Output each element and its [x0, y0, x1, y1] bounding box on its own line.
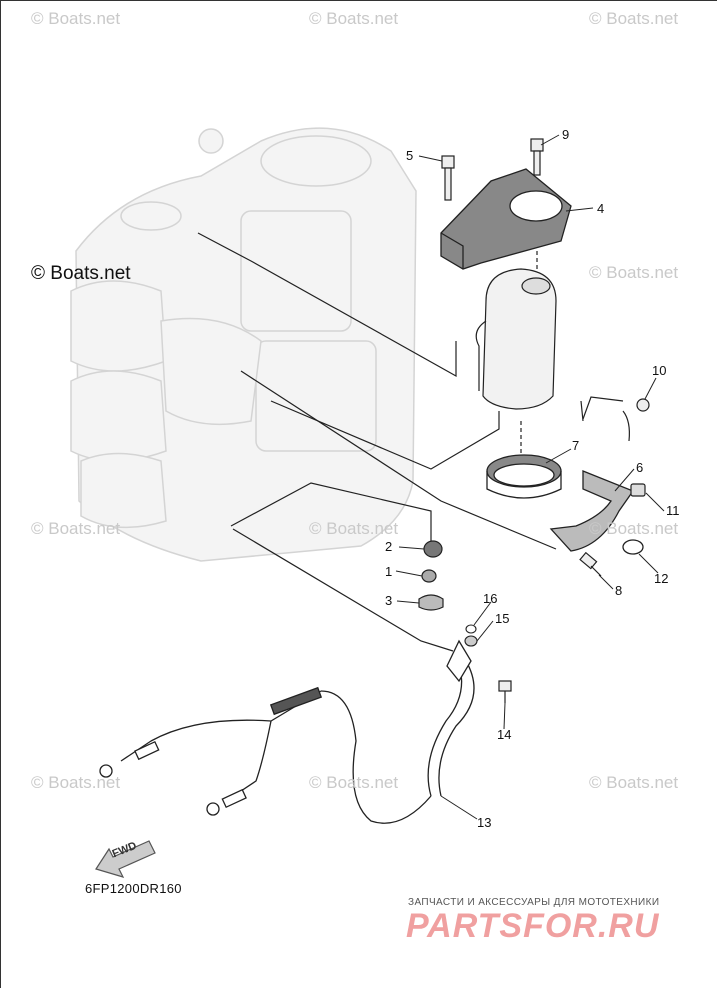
- brand-logo[interactable]: PARTSFOR.RU: [406, 907, 660, 945]
- callout-12[interactable]: 12: [654, 571, 669, 586]
- part-13-cable: [99, 639, 475, 824]
- watermark-main: © Boats.net: [31, 263, 131, 284]
- watermark: © Boats.net: [31, 519, 121, 538]
- part-8-bolt: [579, 551, 602, 577]
- part-7-band: [486, 454, 562, 499]
- callout-8[interactable]: 8: [615, 583, 623, 598]
- watermark: © Boats.net: [309, 773, 399, 792]
- part-10-bolt: [622, 398, 650, 442]
- fwd-arrow: [95, 840, 156, 878]
- callout-5[interactable]: 5: [406, 148, 414, 163]
- watermark: © Boats.net: [589, 9, 679, 28]
- part-11-nut: [630, 483, 646, 497]
- callout-1[interactable]: 1: [385, 564, 393, 579]
- callout-3[interactable]: 3: [385, 593, 393, 608]
- part-16-washer: [465, 624, 477, 634]
- watermark: © Boats.net: [31, 773, 121, 792]
- watermark: © Boats.net: [309, 519, 399, 538]
- part-3-clip: [418, 594, 444, 611]
- part-15-washer: [464, 635, 478, 647]
- callout-6[interactable]: 6: [636, 460, 644, 475]
- callout-10[interactable]: 10: [652, 363, 667, 378]
- callout-16[interactable]: 16: [483, 591, 498, 606]
- watermark: © Boats.net: [589, 519, 679, 538]
- part-1-nut: [421, 569, 437, 583]
- part-14-bolt: [498, 680, 512, 703]
- callout-11[interactable]: 11: [666, 503, 680, 518]
- diagram-code: 6FP1200DR160: [85, 881, 182, 896]
- reference-lines: [197, 232, 624, 652]
- callout-9[interactable]: 9: [562, 127, 570, 142]
- part-6-clamp: [549, 470, 635, 552]
- watermark: © Boats.net: [31, 9, 121, 28]
- part-9-bolt: [530, 138, 544, 176]
- starter-motor: [475, 268, 557, 410]
- engine-block: [70, 127, 417, 562]
- callout-15[interactable]: 15: [495, 611, 510, 626]
- part-12-clip: [622, 539, 644, 555]
- brand-tagline: ЗАПЧАСТИ И АКСЕССУАРЫ ДЛЯ МОТОТЕХНИКИ: [408, 897, 660, 908]
- callout-leaders: [395, 134, 665, 820]
- callout-13[interactable]: 13: [477, 815, 492, 830]
- part-5-bolt: [441, 155, 455, 201]
- watermark: © Boats.net: [309, 9, 399, 28]
- watermark: © Boats.net: [589, 773, 679, 792]
- callout-2[interactable]: 2: [385, 539, 393, 554]
- callout-7[interactable]: 7: [572, 438, 580, 453]
- part-2-grommet: [423, 540, 443, 558]
- callout-14[interactable]: 14: [497, 727, 512, 742]
- part-4-bracket: [440, 168, 572, 270]
- watermark: © Boats.net: [589, 263, 679, 282]
- callout-4[interactable]: 4: [597, 201, 605, 216]
